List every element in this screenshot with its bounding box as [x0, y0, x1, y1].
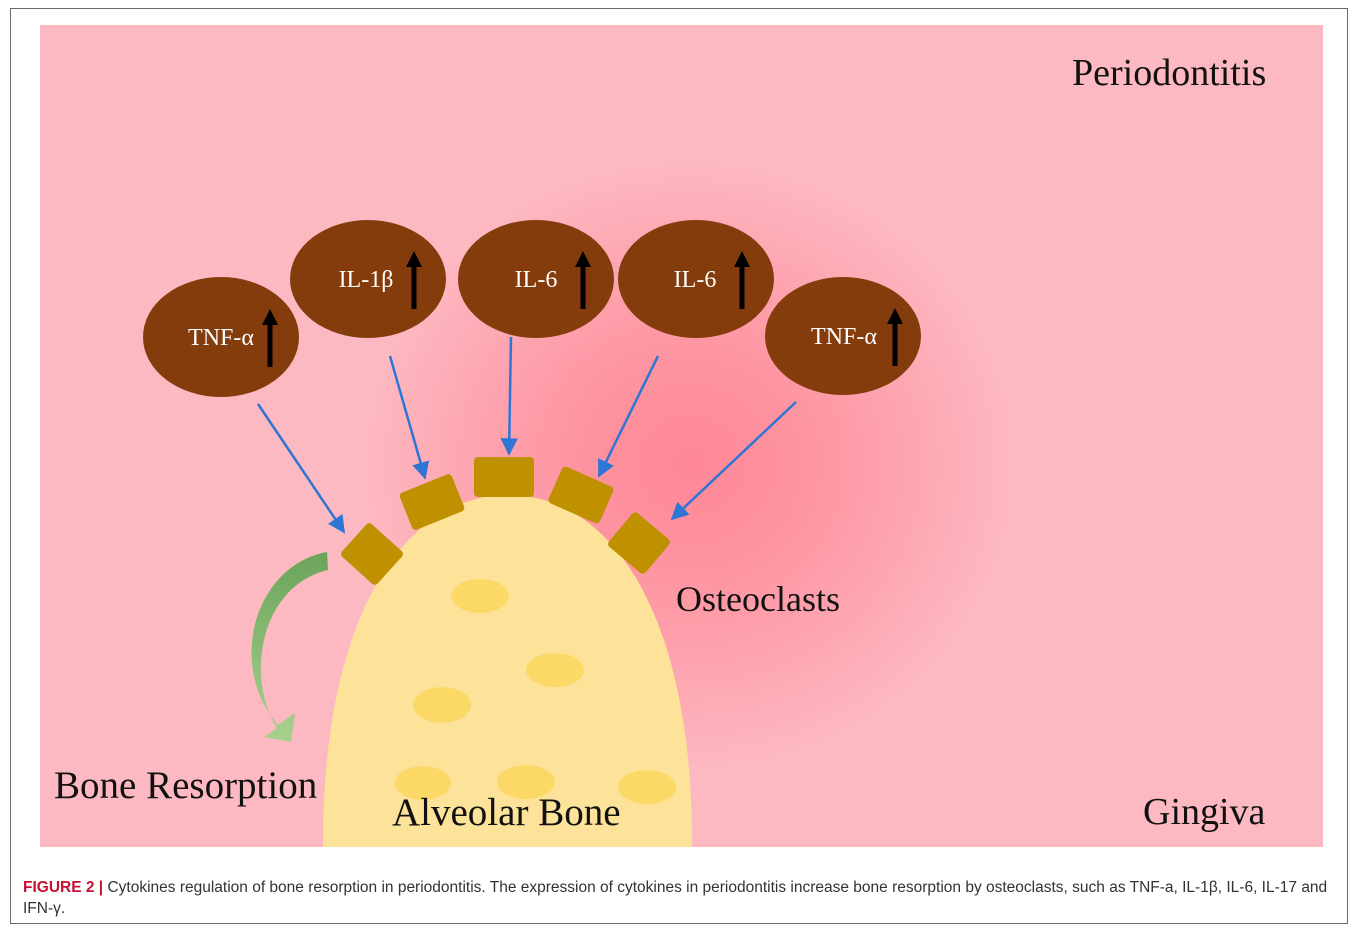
figure-caption: FIGURE 2 | Cytokines regulation of bone … [23, 877, 1333, 919]
cytokine-label: TNF-α [188, 325, 254, 351]
bone-spot [618, 770, 676, 804]
gingiva-label: Gingiva [1143, 790, 1265, 834]
cytokine-label: IL-6 [674, 267, 717, 293]
cytokine-arrow [672, 402, 796, 519]
cytokine-cell: TNF-α [143, 277, 299, 397]
cytokine-cell: IL-6 [618, 220, 774, 338]
figure-caption-label: FIGURE 2 | [23, 879, 103, 896]
cytokine-arrow [509, 337, 511, 454]
cytokine-cell: IL-6 [458, 220, 614, 338]
alveolar-bone-label: Alveolar Bone [392, 790, 621, 835]
cytokine-label: IL-6 [515, 267, 558, 293]
bone-spot [526, 653, 584, 687]
cytokine-label: IL-1β [339, 267, 394, 293]
cytokine-arrow [258, 404, 344, 532]
diagram-panel: TNF-α IL-1β IL-6 [40, 25, 1323, 847]
cytokine-cell: IL-1β [290, 220, 446, 338]
osteoclasts-label: Osteoclasts [676, 578, 840, 620]
bone-resorption-label: Bone Resorption [54, 763, 317, 808]
diagram-canvas: TNF-α IL-1β IL-6 [40, 25, 1323, 847]
cytokine-label: TNF-α [811, 324, 877, 350]
bone-spot [451, 579, 509, 613]
cytokine-cells: TNF-α IL-1β IL-6 [143, 220, 921, 397]
cytokine-arrow [390, 356, 425, 478]
periodontitis-title: Periodontitis [1072, 51, 1266, 95]
bone-spot [413, 687, 471, 723]
cytokine-arrow [599, 356, 658, 476]
osteoclast-cell [474, 457, 534, 497]
figure-caption-text: Cytokines regulation of bone resorption … [23, 879, 1327, 917]
bone-resorption-arrow [252, 552, 328, 742]
cytokine-cell: TNF-α [765, 277, 921, 395]
